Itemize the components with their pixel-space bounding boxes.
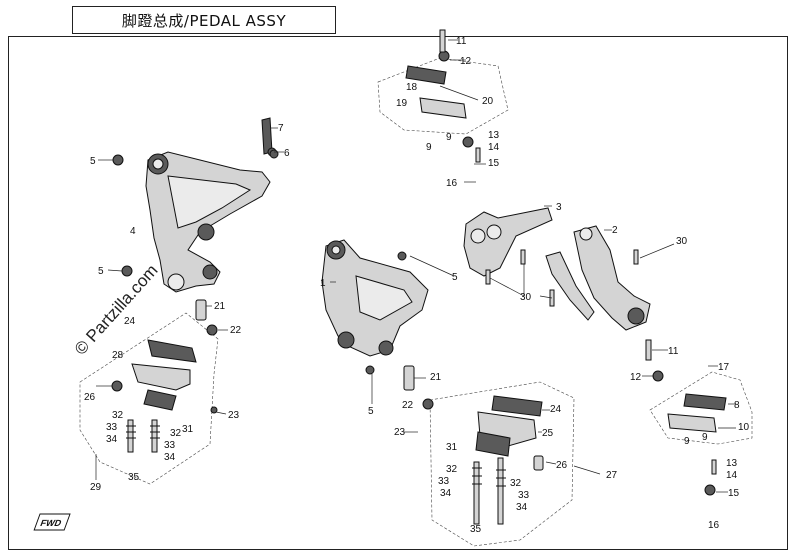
callout-32: 32: [510, 478, 522, 489]
callout-12: 12: [460, 56, 472, 67]
rear-bracket-3: [462, 136, 553, 285]
callout-16: 16: [446, 178, 458, 189]
callout-33: 33: [518, 490, 530, 501]
callout-4: 4: [130, 226, 136, 237]
callout-14: 14: [488, 142, 500, 153]
callout-33: 33: [106, 422, 118, 433]
watermark-text: © Partzilla.com: [71, 261, 162, 359]
rear-bracket-2: [545, 225, 664, 382]
callout-23: 23: [394, 427, 406, 438]
callout-1: 1: [320, 278, 326, 289]
callout-21: 21: [430, 372, 442, 383]
callout-2: 2: [612, 225, 618, 236]
callout-9: 9: [426, 142, 432, 153]
left-footpeg-group: [79, 312, 219, 485]
callout-22: 22: [230, 325, 242, 336]
callout-35: 35: [470, 524, 482, 535]
callout-25: 25: [542, 428, 554, 439]
callout-34: 34: [516, 502, 528, 513]
callout-numbers: 5 7 6 4 5 21 22 24 28 26 23 32 33 34 32 …: [84, 36, 750, 535]
callout-24: 24: [124, 316, 136, 327]
callout-21: 21: [214, 301, 226, 312]
center-footrest-bracket: [321, 239, 434, 410]
right-footpeg-group: [429, 381, 575, 547]
callout-19: 19: [396, 98, 408, 109]
callout-33: 33: [438, 476, 450, 487]
callout-32: 32: [112, 410, 124, 421]
left-footrest-bracket: [145, 117, 277, 293]
callout-10: 10: [738, 422, 750, 433]
fwd-logo: FWD: [33, 513, 71, 531]
callout-24: 24: [550, 404, 562, 415]
callout-13: 13: [726, 458, 738, 469]
callout-11: 11: [668, 346, 679, 357]
callout-26: 26: [84, 392, 96, 403]
callout-17: 17: [718, 362, 730, 373]
callout-3: 3: [556, 202, 562, 213]
callout-31: 31: [182, 424, 194, 435]
callout-29: 29: [90, 482, 102, 493]
callout-12: 12: [630, 372, 642, 383]
svg-text:FWD: FWD: [39, 518, 63, 528]
callout-18: 18: [406, 82, 418, 93]
callout-5: 5: [98, 266, 104, 277]
callout-11: 11: [456, 36, 467, 47]
callout-32: 32: [170, 428, 182, 439]
callout-30: 30: [520, 292, 532, 303]
rear-footpeg-group-17: [649, 371, 753, 496]
callout-33: 33: [164, 440, 176, 451]
diagram-frame: [8, 36, 788, 550]
callout-22: 22: [402, 400, 414, 411]
leader-lines: [95, 39, 736, 493]
callout-34: 34: [106, 434, 118, 445]
callout-28: 28: [112, 350, 124, 361]
callout-5: 5: [452, 272, 458, 283]
callout-13: 13: [488, 130, 500, 141]
title-box: 脚蹬总成/PEDAL ASSY: [72, 6, 336, 34]
callout-16: 16: [708, 520, 720, 531]
callout-23: 23: [228, 410, 240, 421]
diagram-title: 脚蹬总成/PEDAL ASSY: [121, 11, 287, 30]
callout-6: 6: [284, 148, 290, 159]
callout-5: 5: [368, 406, 374, 417]
callout-30: 30: [676, 236, 688, 247]
left-hardware: [112, 149, 279, 336]
callout-7: 7: [278, 123, 284, 134]
callout-15: 15: [728, 488, 740, 499]
callout-9: 9: [684, 436, 690, 447]
callout-15: 15: [488, 158, 500, 169]
callout-35: 35: [128, 472, 140, 483]
callout-14: 14: [726, 470, 738, 481]
callout-34: 34: [440, 488, 452, 499]
callout-27: 27: [606, 470, 618, 481]
callout-9: 9: [702, 432, 708, 443]
callout-8: 8: [734, 400, 740, 411]
callout-32: 32: [446, 464, 458, 475]
upper-footpeg-group: [377, 29, 509, 135]
callout-31: 31: [446, 442, 458, 453]
callout-5: 5: [90, 156, 96, 167]
callout-9: 9: [446, 132, 452, 143]
callout-20: 20: [482, 96, 494, 107]
callout-34: 34: [164, 452, 176, 463]
callout-26: 26: [556, 460, 568, 471]
